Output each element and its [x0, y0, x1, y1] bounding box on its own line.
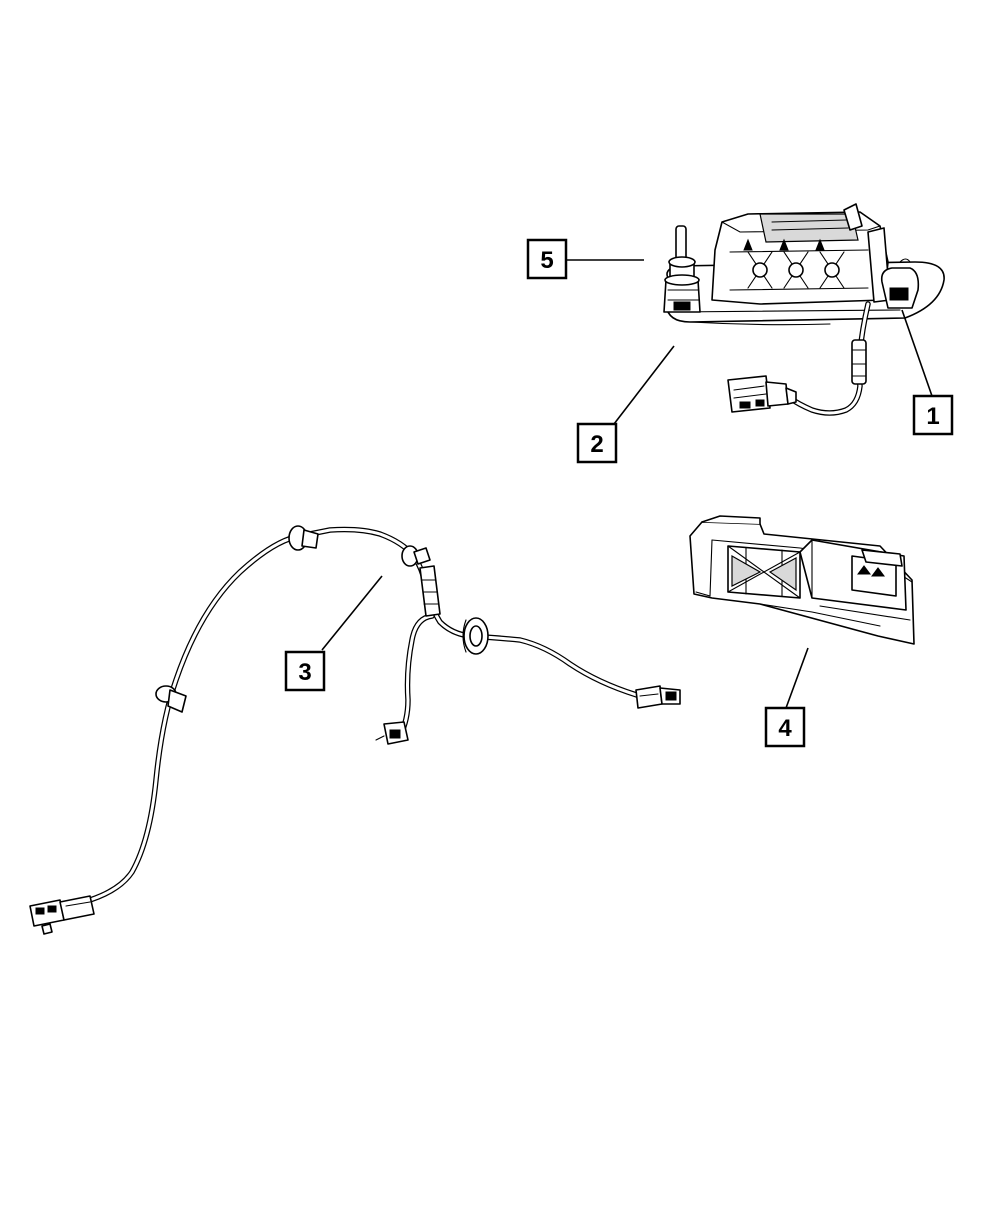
- callout-4-label: 4: [778, 715, 792, 742]
- harness-clip-top: [288, 525, 319, 551]
- leader-1: [901, 309, 933, 397]
- callout-1-label: 1: [926, 403, 939, 430]
- harness-connector-left: [29, 895, 95, 935]
- harness-clip-left: [155, 685, 187, 713]
- leader-3: [321, 575, 383, 651]
- switch-unit: [880, 258, 920, 309]
- harness-connector-right: [635, 685, 681, 709]
- leader-lines: [321, 259, 933, 709]
- housing-ribs: [729, 238, 869, 291]
- callout-5: 5: [526, 238, 568, 280]
- callout-4: 4: [764, 706, 806, 748]
- bracket-insert: [689, 515, 915, 645]
- bracket-lattice: [727, 545, 801, 599]
- harness-clip-mid: [401, 545, 431, 567]
- lock-cylinder: [663, 225, 701, 313]
- callout-1: 1: [912, 394, 954, 436]
- leader-4: [785, 647, 809, 709]
- callout-2: 2: [576, 422, 618, 464]
- leader-2: [613, 345, 675, 425]
- callout-3-label: 3: [298, 659, 311, 686]
- harness-connector-branch: [375, 721, 409, 745]
- callout-2-label: 2: [590, 431, 603, 458]
- callout-5-label: 5: [540, 247, 553, 274]
- handle-assembly: [663, 203, 945, 416]
- harness-main-run: [87, 526, 643, 903]
- callout-3: 3: [284, 650, 326, 692]
- pigtail-connector: [727, 375, 797, 413]
- harness-grommet: [462, 617, 489, 655]
- wiring-harness: [29, 525, 681, 935]
